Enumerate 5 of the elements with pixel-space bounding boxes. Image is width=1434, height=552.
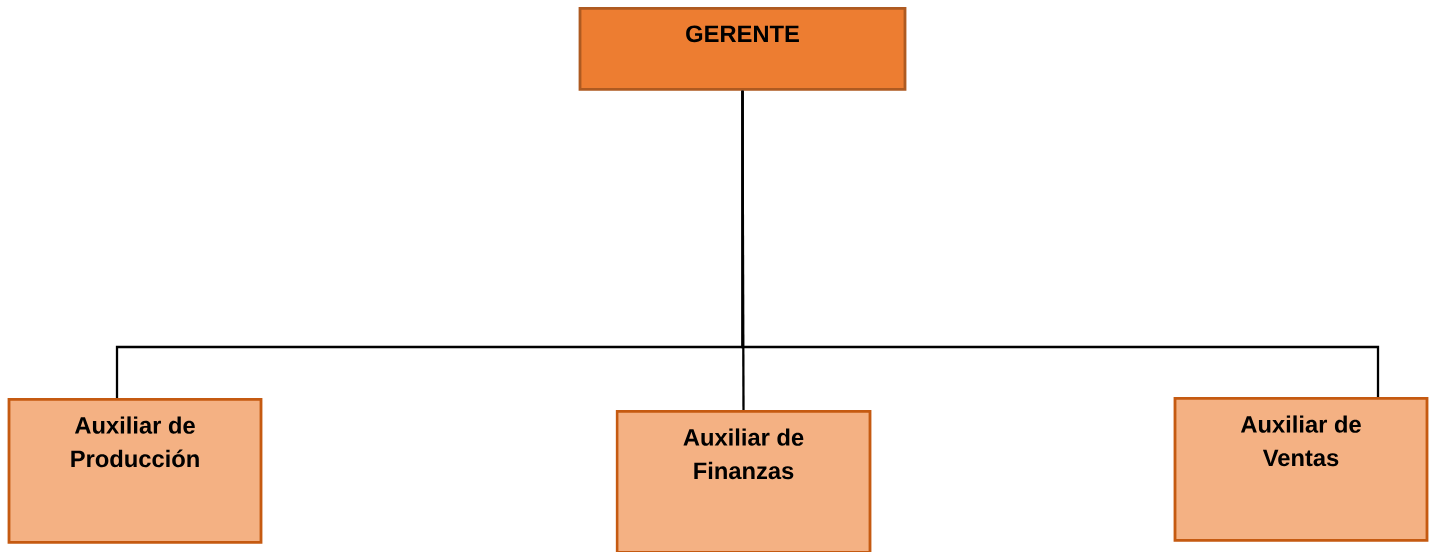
org-box: GERENTE xyxy=(578,7,907,91)
org-box: Auxiliar de Finanzas xyxy=(615,410,872,552)
org-box: Auxiliar de Producción xyxy=(7,398,263,544)
org-box: Auxiliar de Ventas xyxy=(1173,397,1429,542)
connector-line xyxy=(741,90,1380,397)
